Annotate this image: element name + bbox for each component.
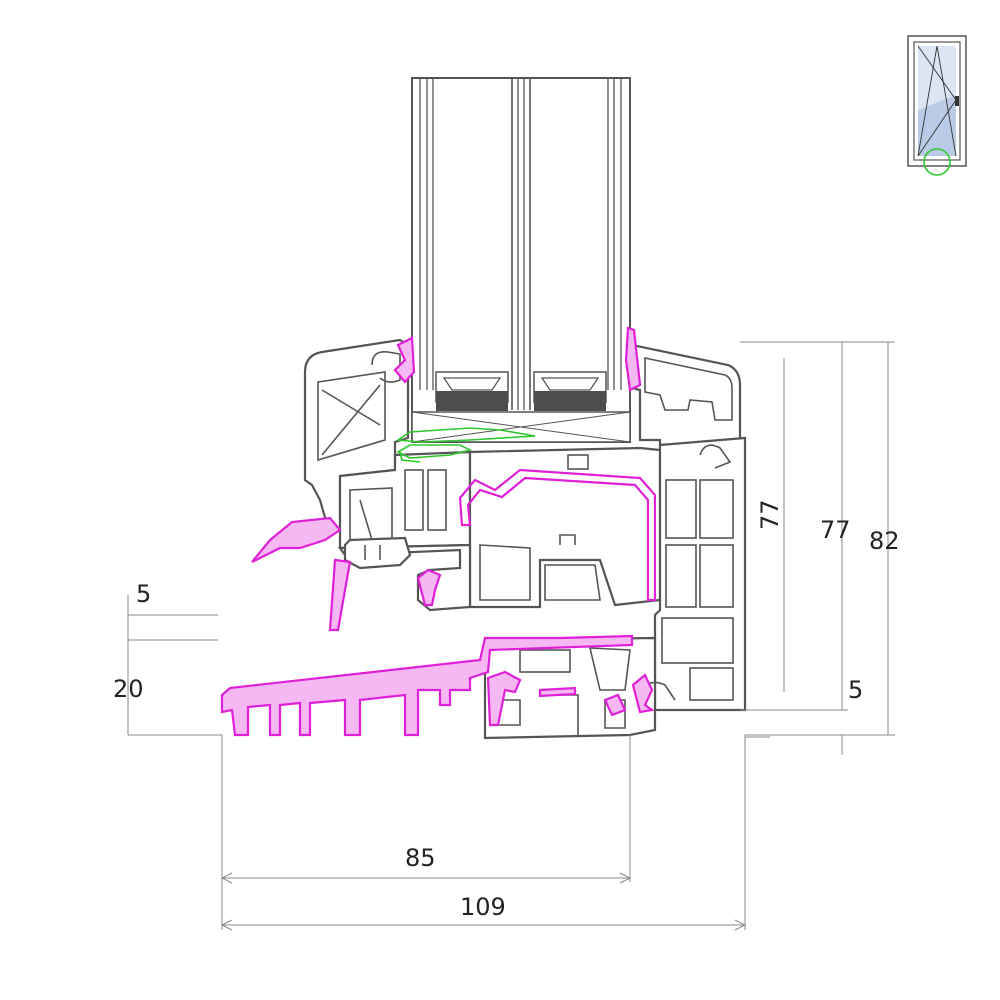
- dim-label-77: 77: [820, 516, 851, 544]
- dim-label-77-rotated: 77: [756, 499, 784, 530]
- glazing-bead: [343, 536, 412, 570]
- glazing-unit: [411, 77, 631, 443]
- dim-label-5-right: 5: [848, 676, 863, 704]
- dim-label-82: 82: [869, 527, 900, 555]
- dim-label-20: 20: [113, 675, 144, 703]
- dim-label-85: 85: [405, 844, 436, 872]
- gaskets: [220, 326, 657, 737]
- window-tilt-turn-icon: [907, 35, 967, 176]
- dim-label-5-left: 5: [136, 580, 151, 608]
- section-marker-circle-icon: [923, 148, 951, 176]
- dimension-lines: [127, 341, 895, 931]
- green-center-seal: [395, 427, 536, 463]
- dim-label-109: 109: [460, 893, 506, 921]
